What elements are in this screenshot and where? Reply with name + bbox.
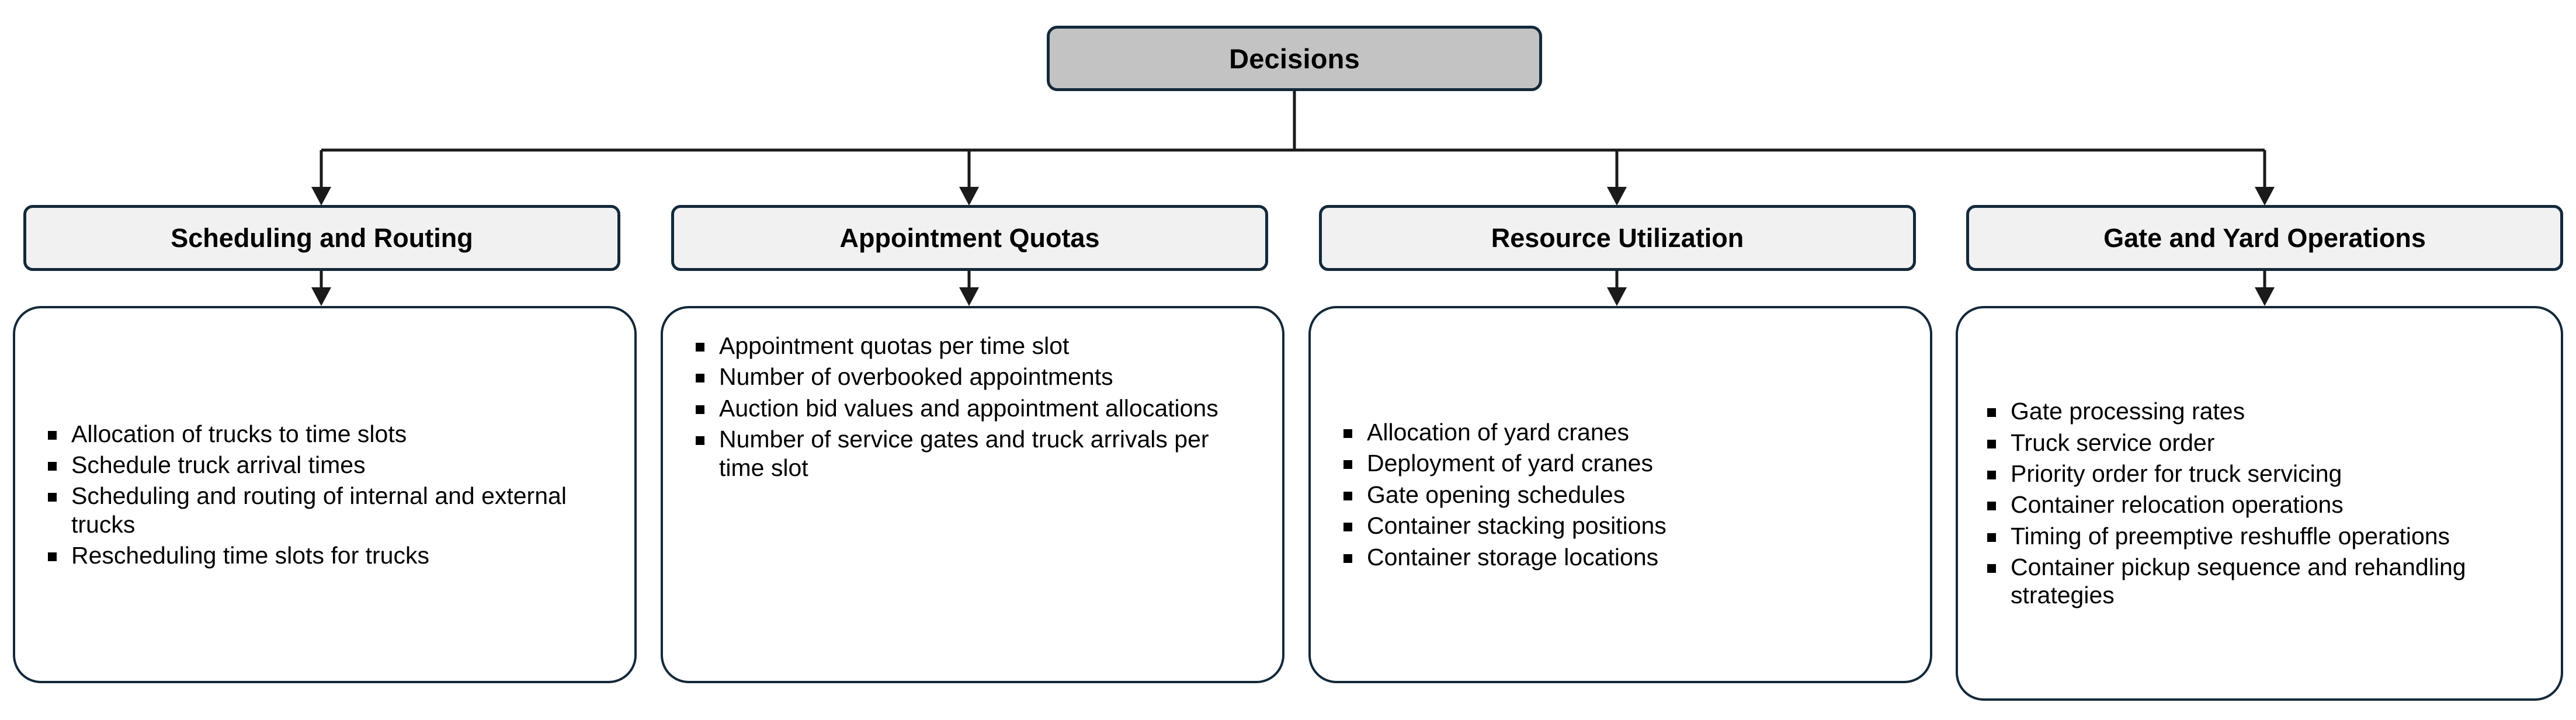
list-item: Number of overbooked appointments: [696, 363, 1249, 391]
square-bullet-icon: [1343, 460, 1352, 469]
list-item-text: Allocation of trucks to time slots: [71, 420, 407, 447]
arrowhead-branch-4: [2255, 187, 2275, 206]
list-item-text: Allocation of yard cranes: [1367, 419, 1629, 446]
square-bullet-icon: [1343, 523, 1352, 532]
list-item-text: Number of service gates and truck arriva…: [719, 426, 1209, 481]
header-box-resource-utilization[interactable]: Resource Utilization: [1319, 205, 1916, 271]
list-item-text: Gate opening schedules: [1367, 481, 1626, 508]
content-box-gate-and-yard-operations[interactable]: Gate processing rates Truck service orde…: [1956, 306, 2563, 701]
list-item: Rescheduling time slots for trucks: [48, 541, 602, 569]
list-item: Container stacking positions: [1343, 512, 1897, 540]
list-item-text: Rescheduling time slots for trucks: [71, 542, 429, 569]
list-item-text: Schedule truck arrival times: [71, 451, 366, 478]
header-box-scheduling-and-routing[interactable]: Scheduling and Routing: [23, 205, 620, 271]
square-bullet-icon: [1987, 439, 1996, 448]
list-item: Gate opening schedules: [1343, 481, 1897, 509]
square-bullet-icon: [48, 461, 57, 471]
header-label-1: Scheduling and Routing: [171, 222, 473, 253]
root-node-label: Decisions: [1229, 43, 1360, 74]
list-item-text: Priority order for truck servicing: [2011, 460, 2342, 487]
header-box-appointment-quotas[interactable]: Appointment Quotas: [671, 205, 1268, 271]
square-bullet-icon: [48, 430, 57, 440]
square-bullet-icon: [48, 493, 57, 502]
arrowhead-branch-1-content: [311, 287, 331, 306]
list-item: Container relocation operations: [1987, 491, 2532, 519]
list-item-text: Container stacking positions: [1367, 512, 1667, 540]
arrowhead-branch-3-content: [1607, 287, 1627, 306]
square-bullet-icon: [696, 436, 704, 446]
content-box-appointment-quotas[interactable]: Appointment quotas per time slot Number …: [661, 306, 1284, 683]
arrowhead-branch-2: [959, 187, 979, 206]
list-item-text: Container pickup sequence and rehandling…: [2011, 554, 2466, 609]
content-box-scheduling-and-routing[interactable]: Allocation of trucks to time slots Sched…: [13, 306, 637, 683]
list-item: Auction bid values and appointment alloc…: [696, 394, 1249, 422]
header-label-3: Resource Utilization: [1491, 222, 1744, 253]
bullet-list-2: Appointment quotas per time slot Number …: [696, 332, 1249, 482]
arrowhead-branch-1: [311, 187, 331, 206]
list-item: Allocation of yard cranes: [1343, 418, 1897, 446]
content-box-resource-utilization[interactable]: Allocation of yard cranes Deployment of …: [1308, 306, 1932, 683]
root-node-decisions[interactable]: Decisions: [1047, 26, 1542, 91]
list-item-text: Appointment quotas per time slot: [719, 332, 1070, 359]
bullet-list-4: Gate processing rates Truck service orde…: [1987, 397, 2532, 610]
list-item-text: Number of overbooked appointments: [719, 363, 1113, 391]
list-item: Appointment quotas per time slot: [696, 332, 1249, 360]
list-item: Schedule truck arrival times: [48, 451, 602, 479]
list-item-text: Timing of preemptive reshuffle operation…: [2011, 522, 2450, 549]
list-item: Gate processing rates: [1987, 397, 2532, 425]
list-item: Container pickup sequence and rehandling…: [1987, 553, 2532, 610]
square-bullet-icon: [1987, 533, 1996, 542]
list-item: Timing of preemptive reshuffle operation…: [1987, 522, 2532, 550]
list-item-text: Auction bid values and appointment alloc…: [719, 394, 1218, 422]
list-item-text: Deployment of yard cranes: [1367, 450, 1653, 477]
list-item: Container storage locations: [1343, 543, 1897, 571]
list-item: Scheduling and routing of internal and e…: [48, 482, 602, 538]
list-item-text: Container relocation operations: [2011, 491, 2344, 519]
arrowhead-branch-3: [1607, 187, 1627, 206]
list-item-text: Truck service order: [2011, 429, 2215, 456]
square-bullet-icon: [1343, 554, 1352, 563]
header-label-4: Gate and Yard Operations: [2103, 222, 2426, 253]
arrowhead-branch-4-content: [2255, 287, 2275, 306]
list-item-text: Scheduling and routing of internal and e…: [71, 482, 567, 538]
list-item-text: Container storage locations: [1367, 543, 1659, 571]
header-box-gate-and-yard-operations[interactable]: Gate and Yard Operations: [1966, 205, 2563, 271]
list-item: Number of service gates and truck arriva…: [696, 425, 1249, 482]
square-bullet-icon: [696, 343, 704, 352]
square-bullet-icon: [1987, 502, 1996, 511]
list-item: Allocation of trucks to time slots: [48, 420, 602, 448]
square-bullet-icon: [696, 374, 704, 383]
square-bullet-icon: [1987, 408, 1996, 418]
list-item: Truck service order: [1987, 429, 2532, 457]
square-bullet-icon: [696, 405, 704, 414]
list-item: Deployment of yard cranes: [1343, 449, 1897, 477]
list-item-text: Gate processing rates: [2011, 398, 2245, 425]
square-bullet-icon: [1987, 564, 1996, 573]
list-item: Priority order for truck servicing: [1987, 460, 2532, 488]
bullet-list-3: Allocation of yard cranes Deployment of …: [1343, 418, 1897, 571]
square-bullet-icon: [1987, 470, 1996, 479]
square-bullet-icon: [1343, 491, 1352, 500]
bullet-list-1: Allocation of trucks to time slots Sched…: [48, 420, 602, 570]
arrowhead-branch-2-content: [959, 287, 979, 306]
square-bullet-icon: [1343, 429, 1352, 439]
header-label-2: Appointment Quotas: [839, 222, 1100, 253]
square-bullet-icon: [48, 552, 57, 562]
